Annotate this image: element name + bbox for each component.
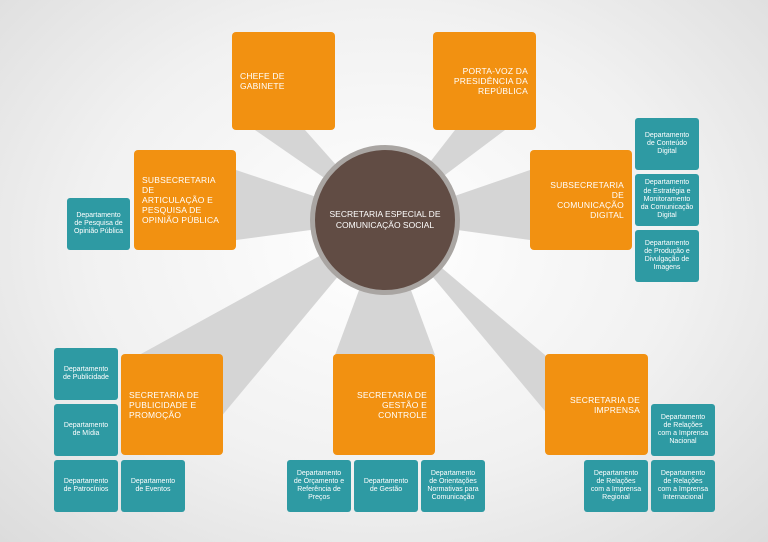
unit-sub-com-digital: SUBSECRETARIA DE COMUNICAÇÃO DIGITAL (530, 150, 632, 250)
dept-label: Departamento de Mídia (63, 421, 109, 437)
dept-publicidade: Departamento de Publicidade (54, 348, 118, 400)
dept-label: Departamento de Publicidade (63, 365, 109, 381)
dept-label: Departamento de Orientações Normativas p… (427, 469, 479, 502)
unit-sub-articulacao-label: SUBSECRETARIA DE ARTICULAÇÃO E PESQUISA … (142, 175, 220, 225)
dept-label: Departamento de Eventos (130, 477, 176, 493)
dept-label: Departamento de Pesquisa de Opinião Públ… (73, 211, 124, 236)
dept-label: Departamento de Gestão (363, 477, 409, 493)
dept-pesquisa-opiniao: Departamento de Pesquisa de Opinião Públ… (67, 198, 130, 250)
dept-producao-divulgacao: Departamento de Produção e Divulgação de… (635, 230, 699, 282)
central-secretariat: SECRETARIA ESPECIAL DE COMUNICAÇÃO SOCIA… (310, 145, 460, 295)
unit-sec-publicidade: SECRETARIA DE PUBLICIDADE E PROMOÇÃO (121, 354, 223, 455)
central-secretariat-label: SECRETARIA ESPECIAL DE COMUNICAÇÃO SOCIA… (329, 209, 441, 230)
dept-estrategia-monitoramento: Departamento de Estratégia e Monitoramen… (635, 174, 699, 226)
dept-patrocinios: Departamento de Patrocínios (54, 460, 118, 512)
dept-label: Departamento de Estratégia e Monitoramen… (640, 179, 694, 220)
dept-label: Departamento de Conteúdo Digital (644, 131, 690, 156)
unit-porta-voz-label: PORTA-VOZ DA PRESIDÊNCIA DA REPÚBLICA (453, 66, 528, 96)
dept-label: Departamento de Relações com a Imprensa … (590, 469, 642, 502)
dept-imprensa-nacional: Departamento de Relações com a Imprensa … (651, 404, 715, 456)
unit-sec-imprensa: SECRETARIA DE IMPRENSA (545, 354, 648, 455)
dept-eventos: Departamento de Eventos (121, 460, 185, 512)
unit-sec-gestao: SECRETARIA DE GESTÃO E CONTROLE (333, 354, 435, 455)
unit-sec-imprensa-label: SECRETARIA DE IMPRENSA (570, 394, 640, 415)
dept-label: Departamento de Relações com a Imprensa … (657, 413, 709, 446)
dept-label: Departamento de Produção e Divulgação de… (644, 239, 690, 272)
dept-gestao: Departamento de Gestão (354, 460, 418, 512)
dept-label: Departamento de Orçamento e Referência d… (293, 469, 345, 502)
dept-midia: Departamento de Mídia (54, 404, 118, 456)
dept-orcamento: Departamento de Orçamento e Referência d… (287, 460, 351, 512)
unit-sub-com-digital-label: SUBSECRETARIA DE COMUNICAÇÃO DIGITAL (550, 180, 624, 220)
dept-conteudo-digital: Departamento de Conteúdo Digital (635, 118, 699, 170)
dept-imprensa-regional: Departamento de Relações com a Imprensa … (584, 460, 648, 512)
dept-label: Departamento de Relações com a Imprensa … (657, 469, 709, 502)
unit-porta-voz: PORTA-VOZ DA PRESIDÊNCIA DA REPÚBLICA (433, 32, 536, 130)
unit-chefe-gabinete: CHEFE DE GABINETE (232, 32, 335, 130)
unit-sec-gestao-label: SECRETARIA DE GESTÃO E CONTROLE (357, 389, 427, 420)
unit-chefe-gabinete-label: CHEFE DE GABINETE (240, 71, 285, 91)
dept-imprensa-internacional: Departamento de Relações com a Imprensa … (651, 460, 715, 512)
dept-label: Departamento de Patrocínios (63, 477, 109, 493)
unit-sec-publicidade-label: SECRETARIA DE PUBLICIDADE E PROMOÇÃO (129, 389, 199, 420)
unit-sub-articulacao: SUBSECRETARIA DE ARTICULAÇÃO E PESQUISA … (134, 150, 236, 250)
dept-orientacoes: Departamento de Orientações Normativas p… (421, 460, 485, 512)
